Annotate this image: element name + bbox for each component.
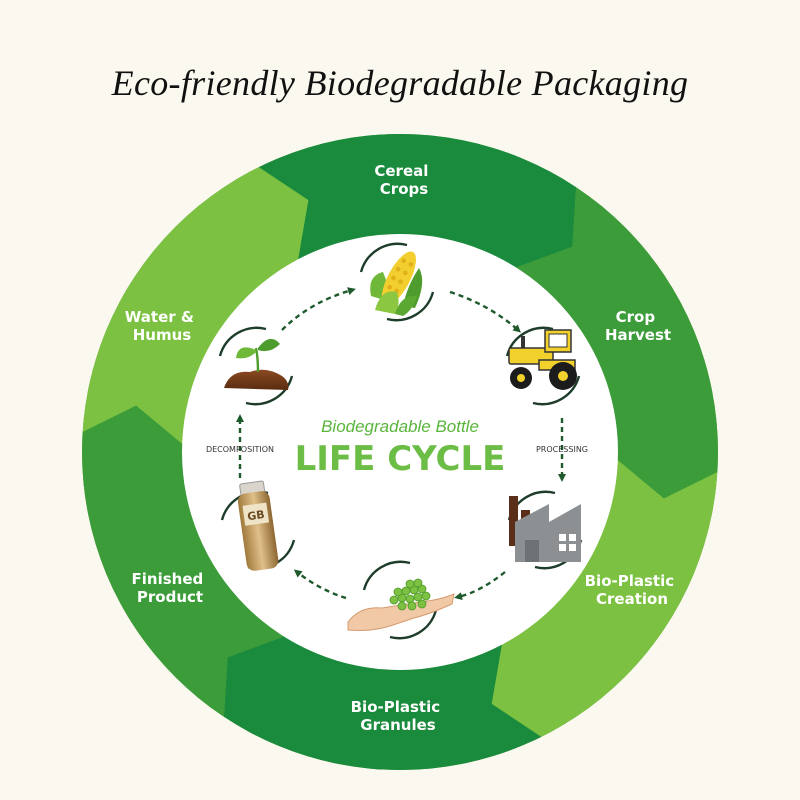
- stage-label-cereal-crops: Cereal Crops: [374, 162, 433, 198]
- ring-segment-bio-plastic-creation: [491, 452, 718, 763]
- stage-label-finished-product: Finished Product: [132, 570, 209, 606]
- arrow-granules-to-product: [293, 569, 347, 600]
- ring-segment-water-humus: [82, 141, 309, 452]
- bracket-granules: [362, 560, 438, 640]
- ring-segment-finished-product: [82, 405, 296, 763]
- center-disc: [182, 234, 618, 670]
- bottle-label: GB: [246, 508, 265, 523]
- center-title: LIFE CYCLE: [295, 439, 506, 479]
- stage-label-bio-plastic-creation: Bio-Plastic Creation: [585, 572, 680, 608]
- cycle-arrows: [236, 287, 566, 601]
- granules-hand-icon: [347, 578, 455, 631]
- arrow-humus-to-crops: [281, 287, 356, 331]
- bracket-corn: [359, 242, 435, 322]
- factory-icon: [509, 496, 581, 562]
- ring-segment-crop-harvest: [504, 141, 718, 499]
- stage-labels: Cereal Crops Crop Harvest Bio-Plastic Cr…: [125, 162, 680, 734]
- center-subtitle: Biodegradable Bottle: [321, 417, 479, 436]
- stage-label-crop-harvest: Crop Harvest: [605, 308, 671, 344]
- processing-label: PROCESSING: [536, 445, 588, 454]
- sprout-soil-icon: [224, 338, 289, 390]
- arrow-crops-to-harvest: [449, 290, 521, 333]
- icon-brackets: [218, 242, 583, 640]
- bracket-sprout: [218, 326, 294, 406]
- stage-label-water-humus: Water & Humus: [125, 308, 199, 344]
- decomposition-label: DECOMPOSITION: [206, 445, 274, 454]
- tractor-icon: [508, 329, 577, 390]
- stage-label-bio-plastic-granules: Bio-Plastic Granules: [351, 698, 446, 734]
- bottle-icon: GB: [237, 480, 279, 571]
- arrow-creation-to-granules: [454, 571, 506, 601]
- corn-icon: [370, 251, 423, 316]
- page-title: Eco-friendly Biodegradable Packaging: [111, 63, 689, 103]
